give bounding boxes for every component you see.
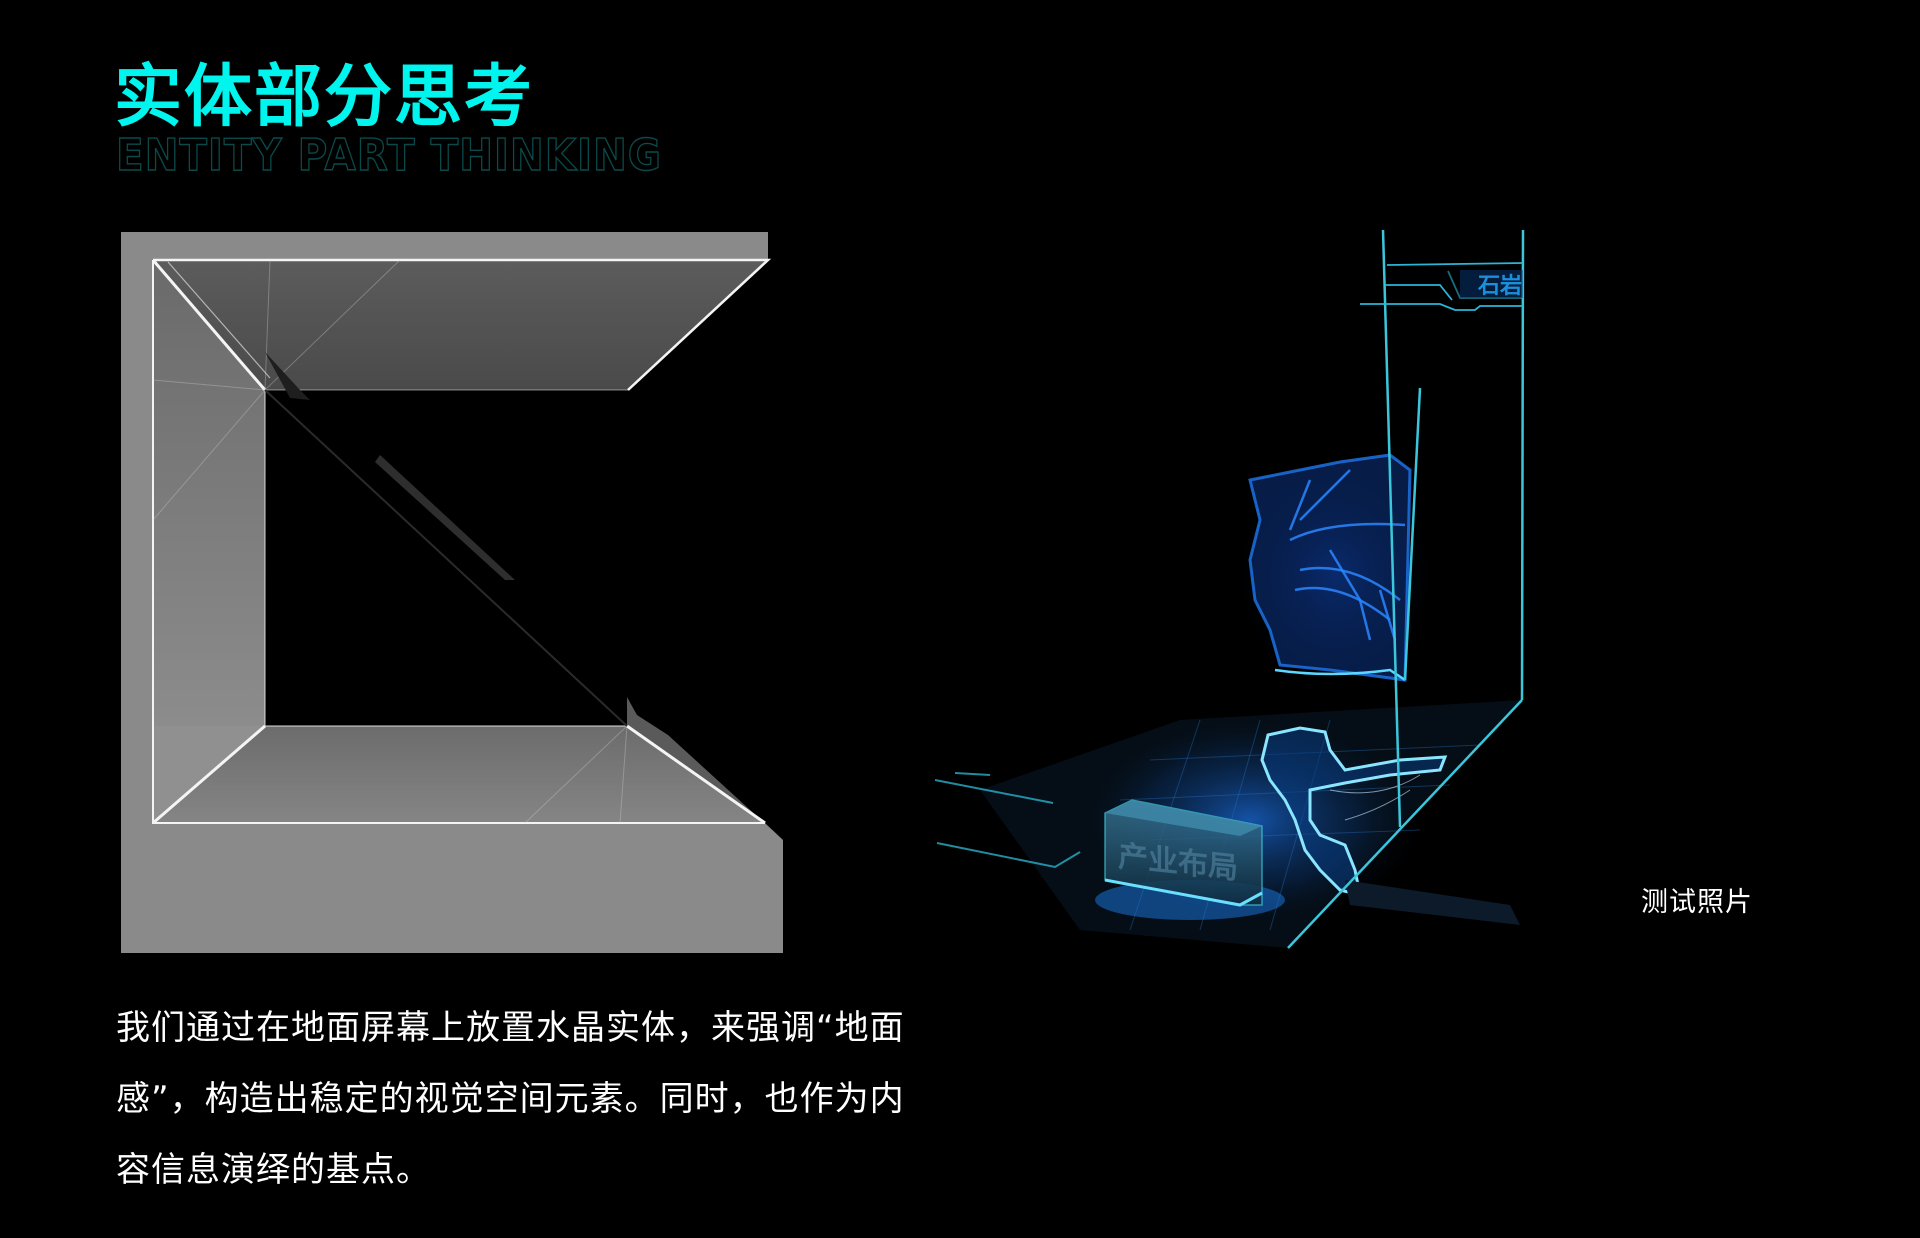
description-line: 容信息演绎的基点。	[116, 1150, 431, 1190]
description-paragraph: 我们通过在地面屏幕上放置水晶实体，来强调“地面 感”，构造出稳定的视觉空间元素。…	[116, 993, 1016, 1206]
description-line: 感”，构造出稳定的视觉空间元素。同时，也作为内	[116, 1079, 905, 1119]
map-label: 石岩	[1478, 274, 1522, 299]
page-subtitle-en: ENTITY PART THINKING	[115, 130, 662, 181]
floor-panel	[153, 726, 765, 823]
cabinet-outer	[121, 232, 783, 953]
description-line: 我们通过在地面屏幕上放置水晶实体，来强调“地面	[116, 1008, 905, 1048]
photo-caption: 测试照片	[1641, 887, 1753, 918]
left-column	[153, 260, 265, 726]
crystal-block	[1095, 799, 1285, 920]
top-panel	[153, 260, 768, 390]
page-title: 实体部分思考	[114, 58, 535, 137]
